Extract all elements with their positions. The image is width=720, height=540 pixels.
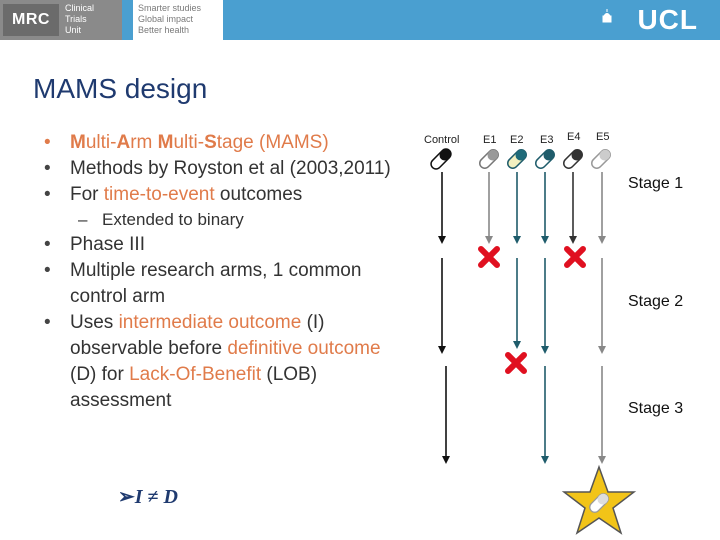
stop-cross-icon-e2	[505, 352, 527, 374]
arm-label-control: Control	[424, 134, 459, 146]
arm-label-e2: E2	[510, 134, 523, 146]
mrc-logo-lines: Clinical Trials Unit	[65, 3, 94, 36]
subbullet-binary: Extended to binary	[40, 208, 400, 232]
arm-label-e1: E1	[483, 134, 496, 146]
ucl-logo: UCL	[637, 4, 698, 35]
bullet-outcomes: For time-to-event outcomes	[40, 182, 400, 208]
bullet-list: Multi-Arm Multi-Stage (MAMS) Methods by …	[40, 130, 400, 414]
stop-cross-icon-e1	[478, 246, 500, 268]
bullet-arms: Multiple research arms, 1 common control…	[40, 258, 400, 310]
stop-cross-icon-e4	[564, 246, 586, 268]
mrc-line: Unit	[65, 25, 82, 35]
stage-label-1: Stage 1	[628, 175, 684, 192]
pill-icon-e5	[591, 149, 611, 169]
pill-icon-e1	[479, 149, 499, 169]
pill-icon-e2	[507, 149, 527, 169]
bullet-outcome-types: Uses intermediate outcome (I) observable…	[40, 310, 400, 414]
tagline-box: Smarter studies Global impact Better hea…	[133, 0, 223, 40]
inequality-formula: ➢I ≠ D	[118, 486, 178, 508]
star-icon	[561, 464, 637, 535]
pill-icon-e3	[535, 149, 555, 169]
mrc-logo-text: MRC	[3, 4, 59, 36]
header-bar: MRC Clinical Trials Unit Smarter studies…	[0, 0, 720, 40]
slide-title: MAMS design	[33, 73, 208, 104]
stage-label-3: Stage 3	[628, 400, 684, 417]
arm-label-e4: E4	[567, 131, 580, 143]
bullet-methods: Methods by Royston et al (2003,2011)	[40, 156, 400, 182]
mrc-line: Clinical	[65, 3, 95, 13]
arrow-bullet-icon: ➢	[118, 486, 135, 508]
tagline-line: Better health	[138, 25, 190, 35]
arm-label-e3: E3	[540, 134, 553, 146]
arm-label-e5: E5	[596, 131, 609, 143]
pill-icon-control	[430, 148, 452, 170]
bullet-phase: Phase III	[40, 232, 400, 258]
ucl-dome-icon	[602, 9, 612, 23]
tagline-line: Smarter studies	[138, 3, 202, 13]
mrc-line: Trials	[65, 14, 87, 24]
mrc-ctu-logo: MRC Clinical Trials Unit	[0, 0, 122, 40]
pill-icon-e4	[563, 149, 583, 169]
stage-label-2: Stage 2	[628, 293, 684, 310]
tagline-line: Global impact	[138, 14, 194, 24]
bullet-mams: Multi-Arm Multi-Stage (MAMS)	[40, 130, 400, 156]
